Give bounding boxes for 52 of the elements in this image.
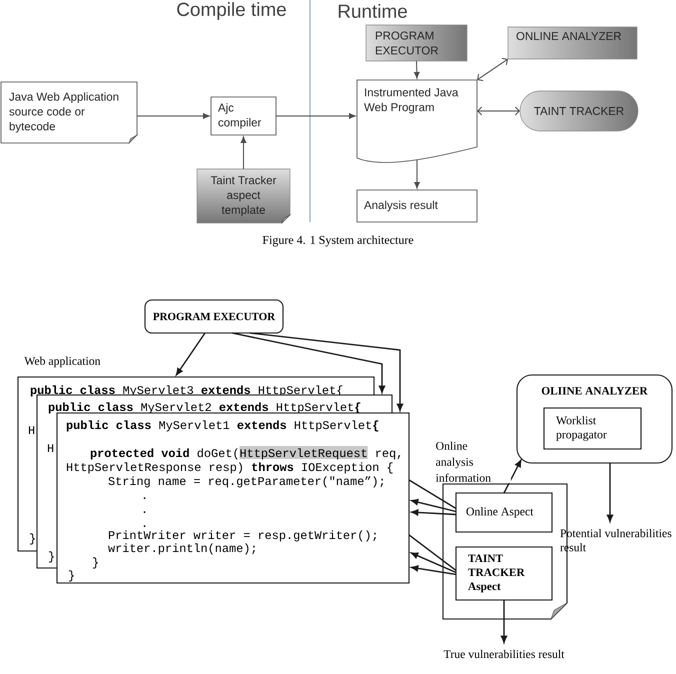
arrow — [411, 509, 456, 516]
arrow — [276, 113, 356, 119]
arrow — [410, 499, 456, 512]
arrow — [176, 332, 206, 376]
double-arrow — [477, 106, 520, 116]
double-arrow — [477, 58, 508, 82]
arrow — [250, 332, 404, 411]
edge-label: Online analysis information — [434, 440, 511, 484]
figure-caption: Figure 4. 1 System architecture — [262, 236, 414, 246]
code-line: PrintWriter writer = resp.getWriter(); — [108, 530, 376, 542]
code-line: } — [92, 557, 98, 568]
arrow — [232, 332, 386, 393]
connector-line — [408, 534, 456, 572]
arrow — [606, 463, 614, 522]
document-box: Instrumented Java Web Program — [356, 80, 478, 163]
process-box: Analysis result — [356, 190, 478, 222]
arrow — [503, 460, 522, 494]
code-line: } — [48, 551, 54, 562]
code-line: public class MyServlet1 extends HttpServlet{ — [66, 420, 378, 432]
code-line: . — [144, 525, 146, 527]
column-heading: Compile time — [177, 2, 286, 20]
code-line: H — [48, 444, 54, 452]
process-box: ONLINE ANALYZER — [508, 26, 638, 60]
arrow — [240, 136, 246, 170]
code-line: String name = req.getParameter("name”); — [108, 476, 384, 488]
process-box: Online Aspect — [455, 492, 553, 533]
rounded-box: TAINT TRACKER — [520, 90, 638, 132]
code-line: } — [30, 533, 35, 544]
code-line: . — [144, 511, 146, 513]
code-line: } — [68, 570, 74, 582]
arrow — [414, 160, 420, 189]
connector-line — [408, 479, 456, 510]
arrow — [414, 60, 420, 79]
code-line: H — [28, 426, 34, 434]
process-box: TAINT TRACKER Aspect — [455, 546, 553, 601]
arrow — [500, 600, 508, 643]
code-line: protected void doGet(HttpServletRequest req, — [90, 446, 400, 460]
code-line: writer.println(name); — [108, 543, 255, 554]
rounded-box: PROGRAM EXECUTOR — [144, 299, 284, 334]
arrow — [411, 565, 456, 576]
arrow — [410, 552, 456, 574]
process-box: Worklist propagator — [543, 407, 642, 450]
process-box: PROGRAM EXECUTOR — [366, 24, 468, 62]
arrow — [136, 113, 210, 119]
process-box: Ajc compiler — [210, 96, 276, 136]
result-text: True vulnerabilities result — [444, 650, 564, 658]
code-line: public class MyServlet3 extends HttpServlet{ — [30, 385, 342, 396]
code-line: . — [144, 497, 146, 499]
code-line: HttpServletResponse resp) throws IOException { — [66, 462, 393, 474]
column-heading: Runtime — [338, 4, 407, 18]
section-label: Web application — [24, 356, 100, 368]
code-card — [56, 412, 410, 584]
